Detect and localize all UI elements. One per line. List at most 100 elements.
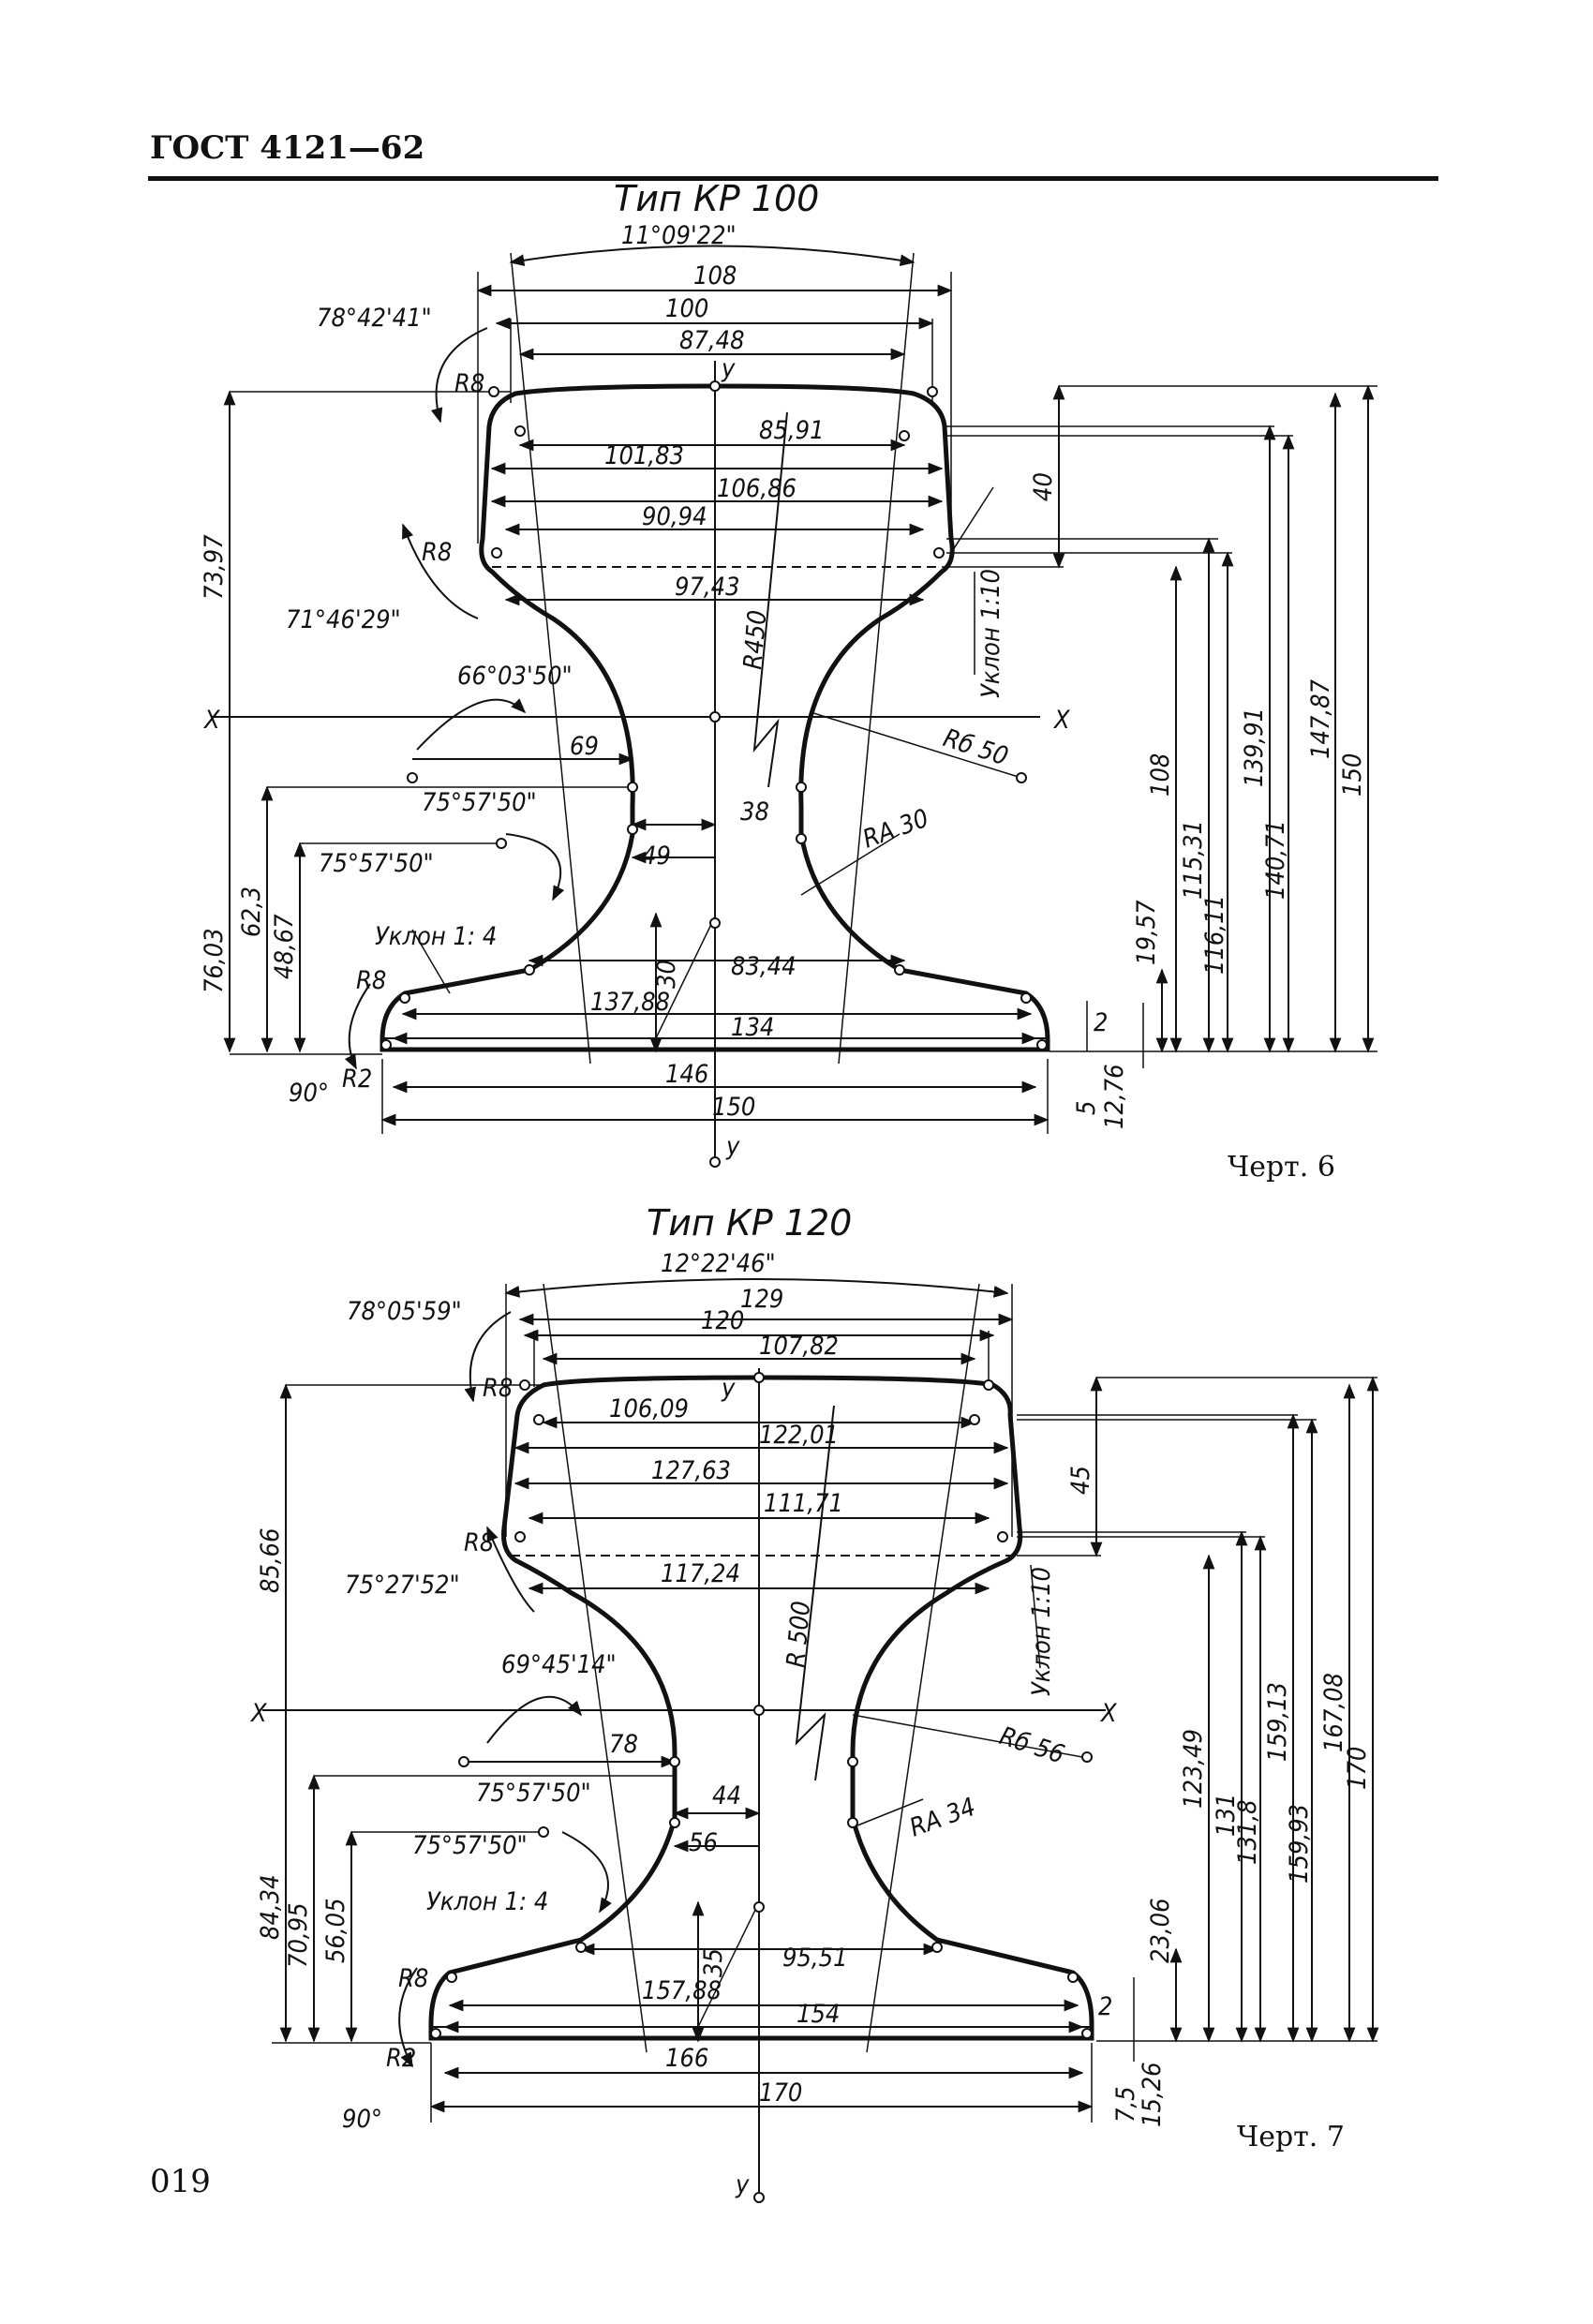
rail-profile-kr120: Тип КР 120: [262, 1202, 1379, 2203]
dim-label: 107,82: [759, 1332, 839, 1361]
x-axis-label: X: [1099, 1699, 1118, 1728]
radius-label: RA 30: [859, 804, 932, 855]
dim-label: 167,08: [1319, 1673, 1348, 1752]
dim-label: 40: [1029, 472, 1058, 501]
dim-label: 56: [689, 1828, 718, 1857]
radius-label: R450: [738, 609, 772, 671]
radius-label: R8: [464, 1528, 494, 1557]
drawing1-title: Тип КР 100: [614, 178, 819, 219]
dim-label: 78: [609, 1730, 638, 1759]
angle-label: 11°09'22": [621, 221, 737, 250]
dim-label: 7,5: [1111, 2086, 1140, 2123]
dim-label: 134: [731, 1013, 774, 1042]
dim-label: 139,91: [1240, 708, 1269, 787]
angle-label: 66°03'50": [457, 662, 573, 691]
dim-label: 5: [1072, 1101, 1101, 1115]
dim-label: 170: [1343, 1747, 1372, 1790]
y-axis-label: y: [721, 354, 736, 383]
dim-label: 76,03: [200, 928, 229, 993]
angle-label: 90°: [342, 2105, 382, 2134]
slope-label: Уклон 1:10: [1027, 1567, 1056, 1696]
x-axis-label: X: [249, 1699, 268, 1728]
dim-label: 122,01: [759, 1421, 839, 1450]
angle-label: 69°45'14": [501, 1650, 617, 1679]
dim-label: 45: [1066, 1466, 1095, 1495]
radius-label: Rб 50: [940, 723, 1012, 771]
dim-label: 131: [1212, 1794, 1241, 1837]
dim-label: 95,51: [782, 1944, 848, 1973]
dim-label: 150: [1338, 753, 1367, 797]
dim-label: 140,71: [1261, 820, 1290, 900]
radius-label: R2: [386, 2044, 416, 2073]
dim-label: 87,48: [679, 326, 745, 355]
angle-label: 90°: [289, 1079, 329, 1108]
dim-label: 2: [1094, 1008, 1108, 1037]
slope-label: Уклон 1:10: [976, 569, 1005, 698]
dim-label: 85,91: [759, 416, 825, 445]
dim-label: 129: [740, 1285, 783, 1314]
radius-label: RA 34: [906, 1793, 979, 1843]
dim-label: 159,93: [1285, 1804, 1314, 1884]
dim-label: 116,11: [1200, 895, 1229, 975]
dim-label: 147,87: [1306, 678, 1335, 759]
dim-label: 120: [701, 1306, 744, 1335]
figure-caption: Черт. 7: [1237, 2121, 1345, 2153]
slope-label: Уклон 1: 4: [375, 922, 497, 951]
dim-label: 84,34: [256, 1874, 285, 1940]
dim-label: 146: [665, 1060, 708, 1089]
dim-label: 90,94: [642, 502, 707, 531]
document-id: ГОСТ 4121—62: [150, 129, 425, 167]
dim-label: 108: [693, 261, 737, 290]
dim-label: 166: [665, 2044, 708, 2073]
slope-label: Уклон 1: 4: [426, 1887, 548, 1916]
angle-label: 12°22'46": [661, 1249, 776, 1278]
radius-label: R2: [342, 1065, 372, 1094]
dim-label: 137,88: [590, 988, 670, 1017]
angle-label: 78°05'59": [347, 1297, 462, 1326]
dim-label: 108: [1146, 753, 1175, 797]
dim-label: 30: [652, 960, 681, 989]
x-axis-label: X: [1052, 706, 1071, 735]
drawing1-labels: 11°09'22" 78°42'41" 71°46'29" 66°03'50" …: [200, 221, 1367, 1184]
dim-label: 56,05: [321, 1898, 350, 1963]
x-axis-label: X: [202, 706, 221, 735]
radius-label: R 500: [782, 1600, 816, 1668]
y-axis-label: y: [721, 1374, 736, 1403]
dim-label: 44: [712, 1781, 741, 1810]
dim-label: 131,8: [1233, 1799, 1262, 1865]
dim-label: 12,76: [1100, 1064, 1129, 1129]
angle-label: 78°42'41": [317, 304, 432, 333]
dim-label: 100: [665, 294, 708, 323]
dim-label: 38: [740, 797, 769, 827]
dim-label: 170: [759, 2078, 802, 2108]
dim-label: 83,44: [731, 952, 796, 981]
dim-label: 48,67: [270, 914, 299, 979]
dim-label: 15,26: [1138, 2062, 1167, 2127]
dim-label: 159,13: [1263, 1682, 1292, 1762]
dim-label: 19,57: [1132, 900, 1161, 965]
dim-label: 154: [796, 2000, 840, 2029]
angle-label: 75°57'50": [422, 788, 537, 817]
y-axis-label: y: [725, 1132, 740, 1161]
dim-label: 2: [1098, 1992, 1112, 2021]
radius-label: R8: [454, 369, 484, 398]
dim-label: 150: [712, 1093, 755, 1122]
drawing2-labels: 12°22'46" 78°05'59" 75°27'52" 69°45'14" …: [249, 1249, 1372, 2199]
header-rule: [148, 176, 1438, 181]
angle-label: 75°57'50": [476, 1779, 591, 1808]
angle-label: 71°46'29": [286, 605, 401, 634]
radius-label: R8: [356, 966, 386, 995]
angle-label: 75°27'52": [345, 1571, 460, 1600]
radius-label: Rб 56: [996, 1721, 1068, 1769]
dim-label: 106,09: [609, 1394, 689, 1423]
figure-caption: Черт. 6: [1228, 1151, 1335, 1184]
dim-label: 73,97: [200, 534, 229, 600]
rail-outline: [380, 383, 1050, 1052]
rail-profile-kr100: Тип КР 100: [211, 178, 1377, 1168]
radius-label: R8: [422, 538, 452, 567]
dim-label: 123,49: [1179, 1729, 1208, 1809]
dim-label: 69: [570, 732, 599, 761]
drawing2-title: Тип КР 120: [647, 1202, 852, 1244]
radius-label: R8: [483, 1374, 513, 1403]
